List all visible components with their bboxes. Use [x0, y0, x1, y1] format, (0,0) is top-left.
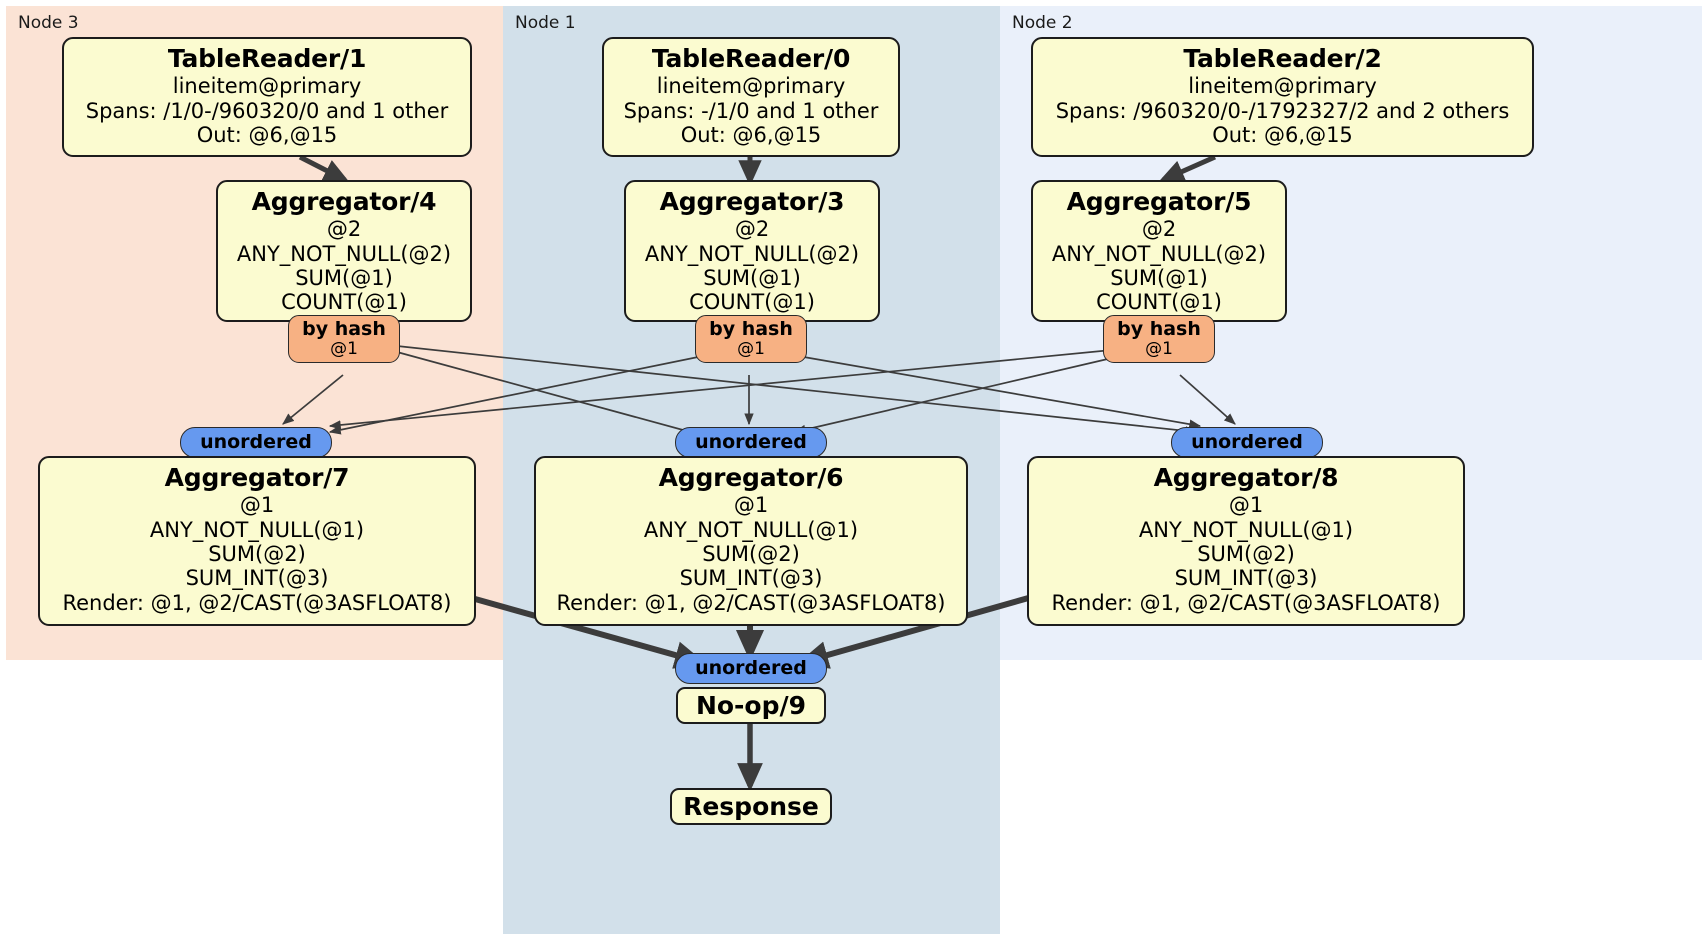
- processor-line: COUNT(@1): [281, 290, 407, 315]
- processor-title: TableReader/2: [1183, 44, 1382, 73]
- processor-title: Response: [683, 792, 819, 821]
- router-title: by hash: [302, 318, 386, 340]
- processor-title: TableReader/0: [651, 44, 851, 73]
- processor-line: SUM(@1): [1110, 266, 1208, 291]
- processor-line: @1: [239, 493, 275, 518]
- processor-line: lineitem@primary: [656, 74, 846, 99]
- processor-line: COUNT(@1): [1096, 290, 1222, 315]
- panel-node-3-label: Node 3: [18, 13, 79, 33]
- processor-title: No-op/9: [695, 691, 807, 720]
- router-by-hash-left[interactable]: by hash @1: [288, 315, 400, 363]
- processor-title: Aggregator/8: [1153, 463, 1339, 492]
- synchronizer-unordered-right[interactable]: unordered: [1171, 427, 1323, 458]
- processor-line: SUM(@2): [208, 542, 306, 567]
- processor-aggregator-3[interactable]: Aggregator/3 @2 ANY_NOT_NULL(@2) SUM(@1)…: [624, 180, 880, 322]
- processor-line: ANY_NOT_NULL(@2): [236, 241, 452, 266]
- processor-line: Out: @6,@15: [1212, 123, 1353, 148]
- router-by-hash-right[interactable]: by hash @1: [1103, 315, 1215, 363]
- processor-line: ANY_NOT_NULL(@1): [149, 517, 365, 542]
- processor-aggregator-6[interactable]: Aggregator/6 @1 ANY_NOT_NULL(@1) SUM(@2)…: [534, 456, 968, 626]
- processor-response[interactable]: Response: [670, 788, 832, 825]
- processor-aggregator-7[interactable]: Aggregator/7 @1 ANY_NOT_NULL(@1) SUM(@2)…: [38, 456, 476, 626]
- processor-line: Out: @6,@15: [680, 123, 822, 148]
- processor-line: Render: @1, @2/CAST(@3ASFLOAT8): [556, 590, 946, 615]
- processor-line: Render: @1, @2/CAST(@3ASFLOAT8): [1051, 590, 1441, 615]
- router-title: by hash: [709, 318, 793, 340]
- processor-title: Aggregator/3: [659, 187, 845, 216]
- panel-node-1-label: Node 1: [515, 13, 576, 33]
- synchronizer-title: unordered: [695, 431, 807, 453]
- processor-line: SUM_INT(@3): [1174, 566, 1318, 591]
- processor-aggregator-5[interactable]: Aggregator/5 @2 ANY_NOT_NULL(@2) SUM(@1)…: [1031, 180, 1287, 322]
- processor-title: Aggregator/6: [658, 463, 844, 492]
- processor-line: Render: @1, @2/CAST(@3ASFLOAT8): [62, 590, 452, 615]
- processor-line: ANY_NOT_NULL(@2): [644, 241, 860, 266]
- processor-line: SUM(@1): [703, 266, 801, 291]
- processor-aggregator-4[interactable]: Aggregator/4 @2 ANY_NOT_NULL(@2) SUM(@1)…: [216, 180, 472, 322]
- processor-line: ANY_NOT_NULL(@1): [643, 517, 859, 542]
- processor-line: SUM(@1): [295, 266, 393, 291]
- processor-line: Spans: -/1/0 and 1 other: [623, 98, 879, 123]
- processor-title: Aggregator/7: [164, 463, 350, 492]
- processor-line: SUM(@2): [1197, 542, 1295, 567]
- router-subtitle: @1: [1145, 338, 1173, 359]
- processor-line: lineitem@primary: [172, 74, 362, 99]
- processor-line: Spans: /960320/0-/1792327/2 and 2 others: [1055, 98, 1510, 123]
- router-title: by hash: [1117, 318, 1201, 340]
- synchronizer-unordered-final[interactable]: unordered: [675, 653, 827, 684]
- processor-line: SUM(@2): [702, 542, 800, 567]
- router-subtitle: @1: [737, 338, 765, 359]
- router-subtitle: @1: [330, 338, 358, 359]
- processor-line: @2: [326, 217, 362, 242]
- processor-line: COUNT(@1): [689, 290, 815, 315]
- synchronizer-title: unordered: [695, 657, 807, 679]
- processor-tablereader-0[interactable]: TableReader/0 lineitem@primary Spans: -/…: [602, 37, 900, 157]
- synchronizer-title: unordered: [1191, 431, 1303, 453]
- processor-noop-9[interactable]: No-op/9: [676, 687, 826, 724]
- processor-title: Aggregator/4: [251, 187, 437, 216]
- processor-aggregator-8[interactable]: Aggregator/8 @1 ANY_NOT_NULL(@1) SUM(@2)…: [1027, 456, 1465, 626]
- processor-line: @1: [733, 493, 769, 518]
- processor-line: Out: @6,@15: [196, 123, 338, 148]
- synchronizer-title: unordered: [200, 431, 312, 453]
- processor-tablereader-2[interactable]: TableReader/2 lineitem@primary Spans: /9…: [1031, 37, 1534, 157]
- processor-title: TableReader/1: [167, 44, 367, 73]
- processor-line: @2: [734, 217, 770, 242]
- processor-line: Spans: /1/0-/960320/0 and 1 other: [85, 98, 449, 123]
- router-by-hash-center[interactable]: by hash @1: [695, 315, 807, 363]
- processor-line: ANY_NOT_NULL(@2): [1051, 241, 1267, 266]
- processor-line: lineitem@primary: [1188, 74, 1377, 99]
- synchronizer-unordered-left[interactable]: unordered: [180, 427, 332, 458]
- processor-tablereader-1[interactable]: TableReader/1 lineitem@primary Spans: /1…: [62, 37, 472, 157]
- processor-line: ANY_NOT_NULL(@1): [1138, 517, 1354, 542]
- panel-node-2-label: Node 2: [1012, 13, 1073, 33]
- synchronizer-unordered-center[interactable]: unordered: [675, 427, 827, 458]
- processor-line: SUM_INT(@3): [185, 566, 329, 591]
- processor-line: @1: [1228, 493, 1264, 518]
- processor-line: SUM_INT(@3): [679, 566, 823, 591]
- processor-line: @2: [1141, 217, 1177, 242]
- processor-title: Aggregator/5: [1066, 187, 1252, 216]
